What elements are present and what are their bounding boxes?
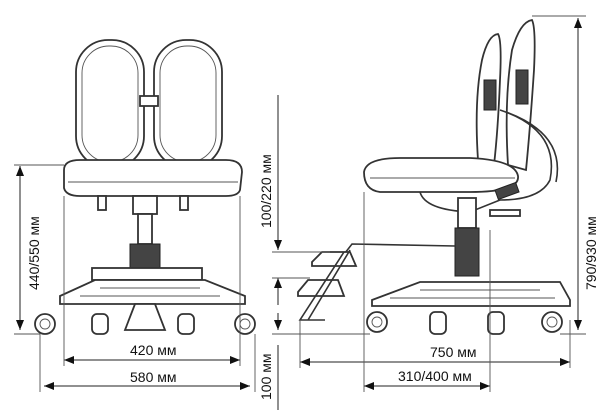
footrest-height-label: 100/220 мм [258, 154, 274, 228]
lever [489, 209, 521, 217]
side-depth-label: 750 мм [430, 344, 477, 360]
footrest-step-label: 100 мм [258, 354, 274, 401]
backrest-connector [139, 95, 159, 107]
wheel [366, 311, 388, 333]
wheel [487, 311, 505, 335]
wheel [91, 313, 109, 335]
front-seat-height-label: 440/550 мм [26, 216, 42, 290]
front-seat-width-label: 420 мм [130, 342, 177, 358]
base [59, 279, 246, 305]
wheel [429, 311, 447, 335]
gas-lift [137, 213, 153, 245]
wheel [234, 313, 256, 335]
seat [363, 157, 519, 193]
seat-depth-label: 310/400 мм [398, 368, 472, 384]
wheel [177, 313, 195, 335]
base [371, 281, 571, 307]
footrest-upper [311, 251, 358, 267]
total-height-label: 790/930 мм [583, 216, 599, 290]
chair-side-view [297, 19, 571, 335]
front-base-width-label: 580 мм [130, 369, 177, 385]
dimension-lines [14, 15, 586, 410]
wheel [34, 313, 56, 335]
chair-front-view [34, 39, 256, 335]
seat [63, 159, 243, 197]
wheel [541, 311, 563, 333]
